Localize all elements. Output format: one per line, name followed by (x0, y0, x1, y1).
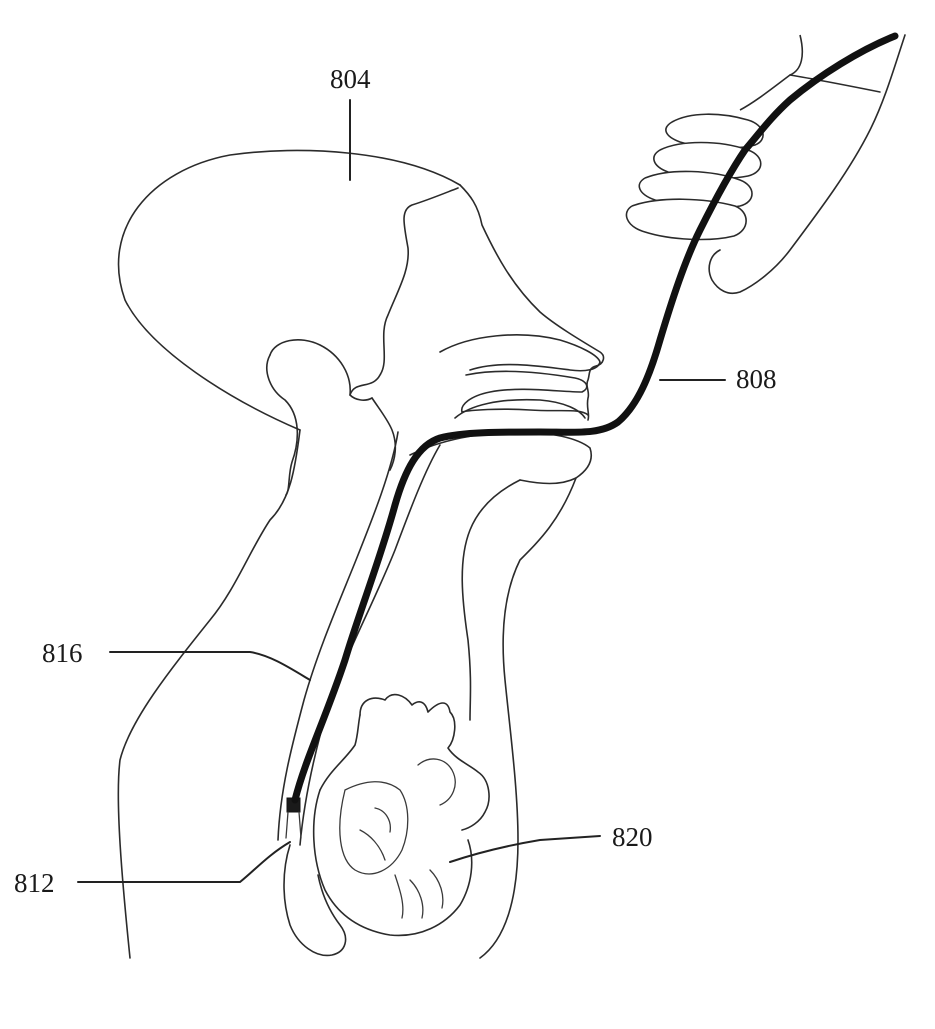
palate (461, 370, 589, 416)
chest-front-outline (479, 477, 577, 959)
probe-cable (291, 32, 899, 804)
cranial-cavity (349, 187, 459, 396)
heart (312, 693, 490, 937)
cervical-contour (266, 354, 299, 496)
face-profile (459, 184, 605, 421)
label-816: 816 (42, 638, 83, 668)
head-back-outline (117, 149, 461, 431)
leader-812 (77, 841, 291, 883)
stomach-outline (283, 844, 347, 957)
tongue (454, 398, 586, 419)
label-804: 804 (330, 64, 371, 94)
transducer-sheath (285, 811, 302, 839)
esophagus-front-wall (299, 444, 441, 846)
leader-816 (109, 651, 311, 681)
trachea-front (461, 479, 521, 721)
neck-back-contour (269, 339, 373, 401)
back-outline (117, 429, 301, 959)
pharynx-back (371, 397, 397, 471)
esophagus-back-wall (277, 431, 399, 841)
label-820: 820 (612, 822, 653, 852)
label-808: 808 (736, 364, 777, 394)
nasal-cavity (439, 334, 601, 372)
leader-820 (449, 835, 601, 863)
label-812: 812 (14, 868, 55, 898)
operator-hand (625, 34, 906, 295)
